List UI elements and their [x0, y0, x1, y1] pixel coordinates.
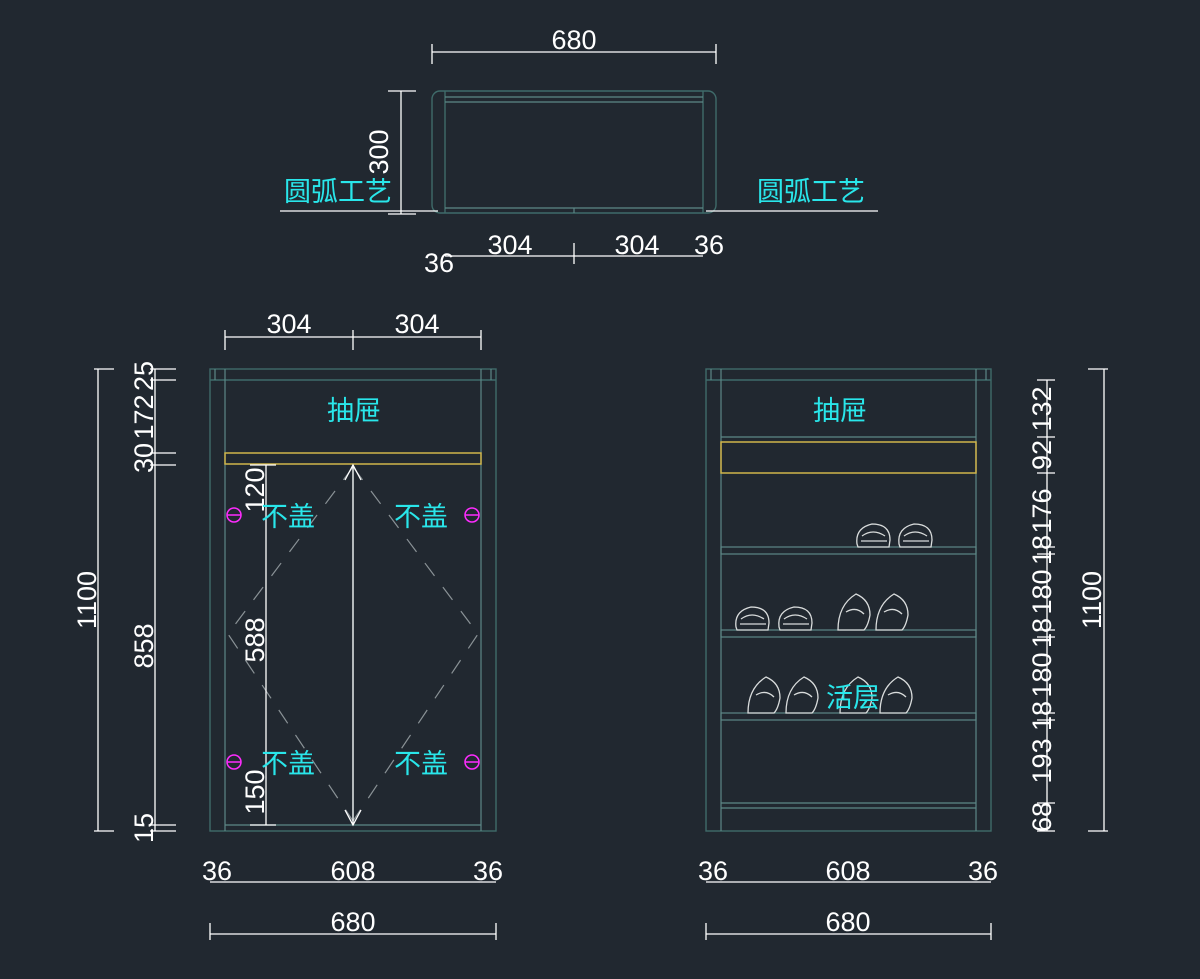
arc-label-left: 圆弧工艺 [284, 177, 392, 208]
boot-icon [747, 676, 781, 714]
front-v-25: 25 [129, 361, 159, 391]
section-bottom-dimension: 36 608 36 680 [698, 856, 998, 940]
section-drawer-label: 抽屉 [813, 396, 867, 427]
plan-bottom-right-side: 36 [694, 230, 724, 260]
section-view: 抽屉 活层 132 92 176 18 180 18 180 18 193 68 [698, 368, 1108, 940]
plan-cabinet-outline [431, 90, 717, 214]
plan-width-text: 680 [551, 25, 596, 55]
shelf [720, 712, 977, 721]
flat-shoe-icon [735, 606, 770, 631]
plan-bottom-dimension: 36 304 304 36 [424, 230, 724, 278]
front-top-left-door: 304 [266, 309, 311, 339]
inner-588: 588 [240, 617, 270, 662]
section-total-height: 1100 [1077, 571, 1107, 629]
plan-bottom-right-door: 304 [614, 230, 659, 260]
hinge-label-bottom-left: 不盖 [261, 749, 315, 780]
door-swing-lines [227, 466, 479, 822]
front-bottom-left-side: 36 [202, 856, 232, 886]
front-width-total: 680 [330, 907, 375, 937]
arc-label-right: 圆弧工艺 [757, 177, 865, 208]
section-v-68: 68 [1027, 802, 1057, 832]
shoe-icons [735, 523, 933, 714]
boot-icon [875, 593, 909, 631]
section-v-92: 92 [1027, 440, 1057, 470]
section-v-18c: 18 [1027, 701, 1057, 731]
flat-shoe-icon [898, 523, 933, 548]
section-drawer [720, 441, 977, 474]
section-v-18b: 18 [1027, 618, 1057, 648]
flat-shoe-icon [778, 606, 813, 631]
inner-120: 120 [240, 467, 270, 512]
hinge-label-top-left: 不盖 [261, 502, 315, 533]
front-bottom-inner: 608 [330, 856, 375, 886]
inner-150: 150 [240, 769, 270, 814]
inner-height-dimension: 120 588 150 [240, 463, 362, 827]
section-bottom-left-side: 36 [698, 856, 728, 886]
section-v-193: 193 [1027, 738, 1057, 783]
plan-depth-dimension: 300 [364, 90, 416, 215]
front-bottom-right-side: 36 [473, 856, 503, 886]
section-shelves [720, 546, 977, 809]
flat-shoe-icon [856, 523, 891, 548]
plan-view: 680 300 圆弧工艺 圆弧工艺 36 304 304 36 [280, 25, 878, 278]
plan-width-dimension: 680 [431, 25, 717, 64]
hinge-label-bottom-right: 不盖 [394, 749, 448, 780]
boot-icon [839, 676, 873, 714]
section-bottom-right-side: 36 [968, 856, 998, 886]
front-left-dimension: 1100 25 172 30 858 15 [72, 361, 176, 843]
section-shelf-label: 活层 [826, 683, 880, 714]
front-elevation: 120 588 150 抽屉 不盖 不盖 不盖 不盖 304 304 [72, 309, 503, 940]
front-top-dimension: 304 304 [224, 309, 482, 350]
front-v-15: 15 [129, 813, 159, 843]
plan-bottom-left-door: 304 [487, 230, 532, 260]
front-top-right-door: 304 [394, 309, 439, 339]
section-v-18a: 18 [1027, 535, 1057, 565]
front-v-30: 30 [129, 443, 159, 473]
section-width-total: 680 [825, 907, 870, 937]
plan-depth-text: 300 [364, 129, 394, 174]
front-drawer-label: 抽屉 [327, 396, 381, 427]
hinge-icons [226, 507, 480, 770]
section-bottom-inner: 608 [825, 856, 870, 886]
shelf [720, 546, 977, 555]
front-drawer-rail [224, 452, 482, 465]
front-v-858: 858 [129, 623, 159, 668]
front-total-height: 1100 [72, 571, 102, 629]
boot-icon [785, 676, 819, 714]
section-v-132: 132 [1027, 386, 1057, 431]
section-v-180a: 180 [1027, 569, 1057, 614]
front-v-172: 172 [129, 394, 159, 439]
shelf [720, 629, 977, 638]
boot-icon [837, 593, 871, 631]
front-bottom-dimension: 36 608 36 680 [202, 856, 503, 940]
hinge-label-top-right: 不盖 [394, 502, 448, 533]
section-v-180b: 180 [1027, 652, 1057, 697]
section-v-176: 176 [1027, 488, 1057, 533]
boot-icon [879, 676, 913, 714]
section-right-dimension: 132 92 176 18 180 18 180 18 193 68 1100 [1027, 368, 1108, 832]
plan-bottom-left-side: 36 [424, 248, 454, 278]
